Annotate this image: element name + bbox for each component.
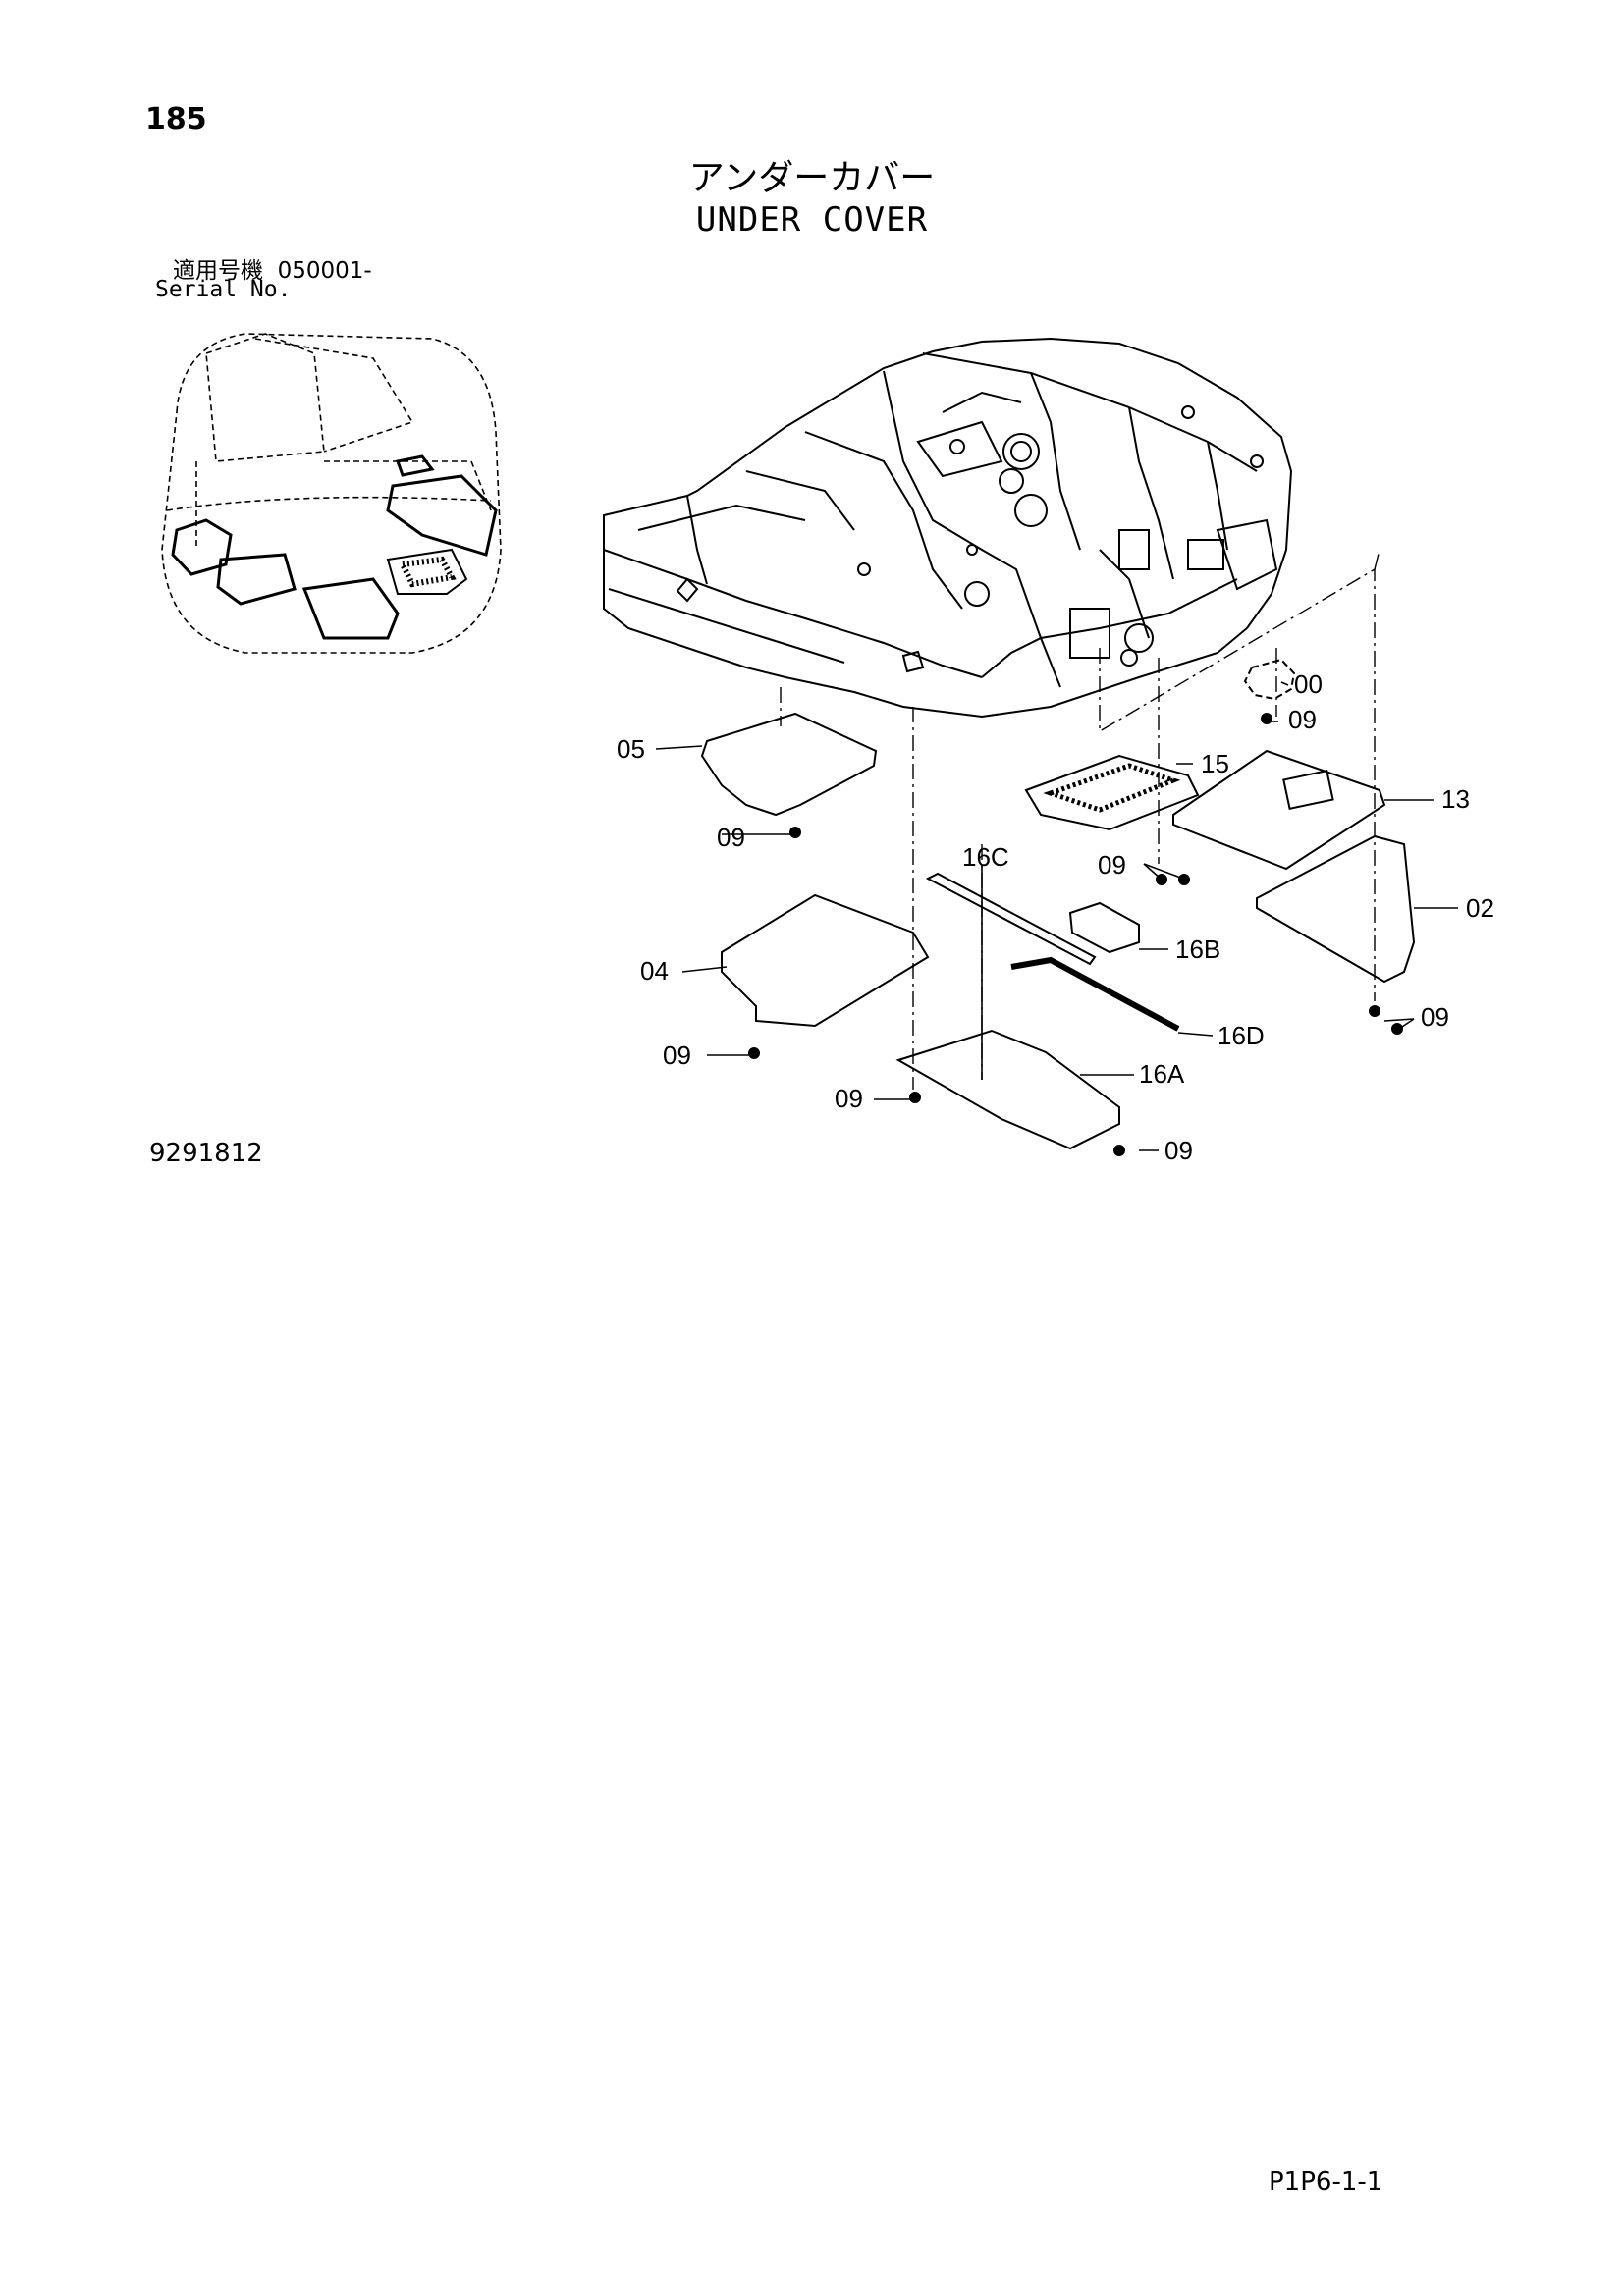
callout-04: 04: [640, 956, 669, 986]
part-05-cover: [700, 712, 878, 817]
callout-09-e: 09: [663, 1041, 691, 1070]
part-15-grille: [1024, 754, 1200, 831]
callout-09-b: 09: [717, 823, 745, 852]
callout-15: 15: [1201, 749, 1229, 778]
serial-label-japanese: 適用号機 050001-: [173, 251, 372, 285]
leader-lines: [655, 681, 1458, 1151]
callout-labels: 00 09 05 15 13 09 16C 09 02 16B 04 09 16…: [617, 669, 1494, 1165]
drawing-number: 9291812: [149, 1139, 263, 1168]
callout-02: 02: [1466, 893, 1494, 923]
serial-range: 050001-: [277, 258, 372, 284]
callout-16D: 16D: [1218, 1021, 1265, 1050]
callout-16C: 16C: [962, 842, 1009, 872]
part-16D-strip: [1010, 956, 1180, 1032]
main-frame: [603, 337, 1293, 719]
callout-16A: 16A: [1139, 1059, 1185, 1089]
part-16A-cover: [895, 1029, 1120, 1150]
part-16B-block: [1068, 901, 1140, 954]
overview-drawing: [161, 333, 502, 654]
part-16C-bar: [925, 872, 1097, 966]
callout-13: 13: [1441, 784, 1470, 814]
part-04-cover: [721, 893, 930, 1028]
bolts: [748, 713, 1403, 1156]
part-02-cover: [1256, 834, 1416, 984]
title-english: UNDER COVER: [695, 200, 929, 240]
serial-label-english: Serial No.: [155, 277, 292, 302]
callout-16B: 16B: [1175, 934, 1220, 964]
part-00-shape: [1243, 658, 1296, 701]
callout-09-c: 09: [1098, 850, 1126, 880]
title-japanese: アンダーカバー: [688, 158, 936, 198]
callout-05: 05: [617, 734, 645, 764]
callout-09-a: 09: [1288, 705, 1317, 734]
callout-09-f: 09: [835, 1084, 863, 1113]
callout-09-g: 09: [1164, 1136, 1193, 1165]
part-13-cover: [1172, 749, 1386, 871]
serial-label-ja-text: 適用号機: [173, 258, 263, 284]
page-code: P1P6-1-1: [1269, 2167, 1383, 2197]
callout-00: 00: [1294, 669, 1323, 699]
overview-highlighted-covers: [171, 454, 498, 640]
callout-09-d: 09: [1421, 1002, 1449, 1032]
page-number: 185: [145, 102, 207, 136]
